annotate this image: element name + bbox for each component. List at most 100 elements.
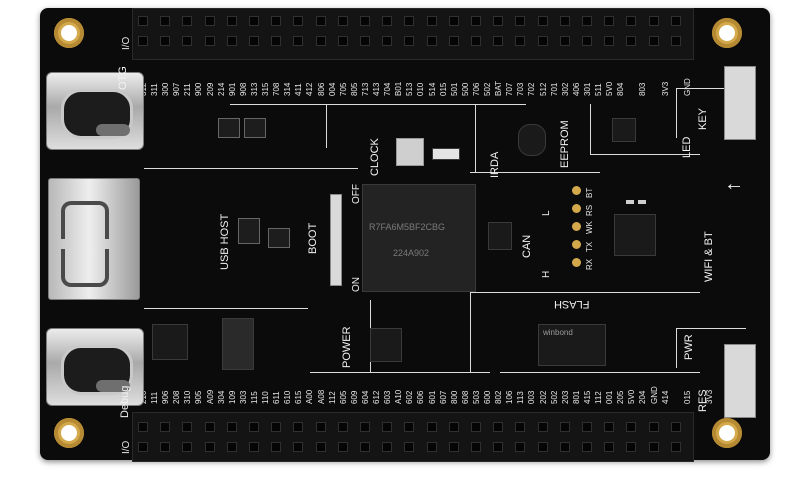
smd-component — [268, 228, 290, 248]
led-indicator — [638, 200, 646, 204]
ldo-regulator — [370, 328, 402, 362]
pin-silk-label: 203 — [560, 390, 570, 404]
mounting-hole-icon — [712, 18, 742, 48]
header-pin — [582, 16, 592, 26]
header-pin — [537, 16, 548, 26]
divider — [676, 88, 677, 138]
pin-silk-label: 204 — [638, 390, 648, 404]
header-pin — [670, 36, 681, 46]
pin-silk-label: 208 — [172, 390, 182, 404]
header-pin — [448, 422, 459, 432]
pin-silk-label: 311 — [150, 83, 159, 96]
pin-silk-label: 115 — [250, 391, 259, 404]
pin-silk-label: 314 — [283, 82, 293, 96]
wifi-bt-pin — [572, 222, 581, 231]
header-pin — [404, 16, 415, 26]
header-pin — [249, 422, 259, 432]
pin-silk-label: 900 — [194, 82, 204, 96]
header-pin — [337, 422, 348, 432]
pin-silk-label: 802 — [494, 390, 504, 404]
boot-switch[interactable] — [330, 194, 342, 286]
crystal-oscillator — [396, 138, 424, 166]
divider — [590, 104, 591, 154]
header-pin — [537, 442, 548, 452]
header-pin — [271, 36, 282, 46]
header-pin — [271, 422, 282, 432]
pin-silk-label: 502 — [549, 390, 559, 404]
header-pin — [448, 442, 459, 452]
header-pin — [604, 442, 615, 452]
top-io-label: I/O — [121, 36, 132, 50]
bottom-pin-header — [132, 412, 694, 462]
divider — [470, 292, 471, 372]
divider — [590, 154, 700, 155]
mcu-part-number: R7FA6M5BF2CBG — [369, 222, 446, 232]
wifi-bt-pin-label: BT — [585, 187, 594, 198]
header-pin — [648, 442, 659, 452]
pcb-board: I/O 312300211209901313708411806705713704… — [40, 8, 770, 462]
pin-silk-label: 015 — [682, 390, 692, 404]
usb-a-host-port[interactable] — [48, 178, 140, 300]
divider — [230, 104, 326, 105]
smd-component — [218, 118, 240, 138]
pin-silk-label: A10 — [394, 389, 404, 404]
mounting-hole-icon — [54, 418, 84, 448]
pin-silk-label: A09 — [205, 389, 215, 404]
usb-c-otg-port[interactable] — [46, 72, 144, 150]
can-label: CAN — [521, 234, 533, 258]
can-l-label: L — [541, 210, 552, 216]
header-pin — [182, 442, 193, 452]
pin-silk-label: 310 — [183, 390, 193, 404]
header-pin — [493, 16, 504, 26]
header-pin — [138, 16, 148, 26]
pin-silk-label: 502 — [483, 82, 492, 96]
smd-component — [238, 218, 260, 244]
pin-silk-label: 3V3 — [660, 81, 670, 96]
flash-chip: winbond — [538, 324, 606, 366]
header-pin — [337, 16, 348, 26]
pin-silk-label: 514 — [427, 82, 437, 96]
reset-button[interactable] — [724, 344, 756, 418]
eeprom-label: EEPROM — [559, 120, 571, 168]
header-pin — [293, 422, 304, 432]
pin-silk-label: 800 — [449, 390, 459, 404]
flash-label: FLASH — [554, 298, 590, 310]
header-pin — [271, 16, 282, 26]
pin-silk-label: 610 — [283, 390, 293, 404]
pwr-label: PWR — [683, 334, 695, 360]
header-pin — [204, 442, 215, 452]
pin-silk-label: GND — [649, 386, 659, 404]
header-pin — [182, 36, 193, 46]
usb-host-label: USB HOST — [219, 213, 231, 270]
pin-silk-label: 010 — [416, 82, 426, 96]
flash-brand: winbond — [543, 328, 573, 337]
header-pin — [360, 16, 370, 26]
usb-c-debug-port[interactable] — [46, 328, 144, 406]
header-pin — [249, 36, 259, 46]
pin-silk-label: 606 — [416, 390, 426, 404]
key-button[interactable] — [724, 66, 756, 140]
wifi-bt-pin-label: RS — [585, 204, 594, 216]
header-pin — [226, 442, 237, 452]
header-pin — [515, 36, 526, 46]
header-pin — [604, 422, 615, 432]
key-label: KEY — [697, 107, 709, 130]
pin-silk-label: 112 — [594, 391, 603, 404]
eeprom-chip — [612, 118, 636, 142]
pin-silk-label: 713 — [361, 82, 370, 96]
pin-silk-label: 004 — [327, 82, 337, 96]
pin-silk-label: 003 — [527, 390, 537, 404]
pin-silk-label: A00 — [305, 389, 315, 404]
pin-silk-label: 500 — [460, 82, 470, 96]
pin-silk-label: 704 — [383, 82, 393, 96]
smd-component — [244, 118, 266, 138]
header-pin — [404, 36, 415, 46]
header-pin — [582, 422, 592, 432]
wifi-bt-pin — [572, 186, 581, 195]
pin-silk-label: 414 — [660, 390, 670, 404]
header-pin — [382, 36, 393, 46]
wifi-bt-label: WIFI & BT — [703, 231, 715, 282]
header-pin — [471, 442, 481, 452]
header-pin — [582, 442, 592, 452]
pin-silk-label: 503 — [472, 390, 481, 404]
